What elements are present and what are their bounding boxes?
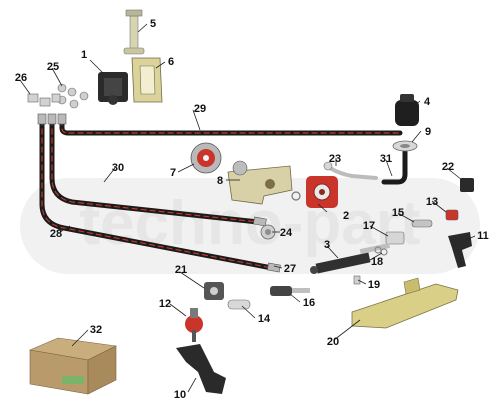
part-2-hydraulic-pump <box>291 176 338 208</box>
callout-5: 5 <box>150 18 156 30</box>
callout-16: 16 <box>303 297 315 309</box>
part-7-pulley <box>190 142 222 174</box>
hose-31 <box>381 149 408 185</box>
callout-15: 15 <box>392 207 404 219</box>
part-26-fittings <box>27 93 61 107</box>
hose-30 <box>49 117 261 225</box>
part-25-fittings <box>57 83 89 109</box>
part-14-sleeve <box>227 299 251 310</box>
callout-28: 28 <box>50 228 62 240</box>
part-5-steering-column <box>123 9 145 55</box>
part-9-flange <box>392 140 418 152</box>
callout-27: 27 <box>284 263 296 275</box>
callout-23: 23 <box>329 153 341 165</box>
callout-31: 31 <box>380 153 392 165</box>
callout-11: 11 <box>477 230 489 242</box>
part-16-tie-rod-end <box>270 286 310 296</box>
hose-end-fittings <box>37 113 281 273</box>
callout-3: 3 <box>324 239 330 251</box>
callout-20: 20 <box>327 336 339 348</box>
callout-4: 4 <box>424 96 431 108</box>
callout-19: 19 <box>368 279 380 291</box>
callout-30: 30 <box>112 162 124 174</box>
part-6-bracket <box>131 57 163 103</box>
callout-22: 22 <box>442 161 454 173</box>
part-4-oil-reservoir <box>395 94 419 126</box>
part-8-pump-bracket <box>227 160 293 205</box>
part-32-package-box <box>28 337 118 395</box>
callout-25: 25 <box>47 61 59 73</box>
callout-6: 6 <box>168 56 174 68</box>
callout-29: 29 <box>194 103 206 115</box>
part-23-pipe-elbow <box>323 161 378 180</box>
callout-18: 18 <box>371 256 383 268</box>
part-12-ball-joint <box>185 308 203 342</box>
callout-14: 14 <box>258 313 271 325</box>
callout-12: 12 <box>159 298 171 310</box>
callout-9: 9 <box>425 126 431 138</box>
callout-21: 21 <box>175 264 187 276</box>
callout-1: 1 <box>81 49 87 61</box>
part-19-bolt <box>353 275 361 285</box>
callout-26: 26 <box>15 72 27 84</box>
leader-lines <box>19 23 476 393</box>
callout-17: 17 <box>363 220 375 232</box>
hose-29 <box>59 117 403 136</box>
hose-28 <box>39 117 275 271</box>
part-10-steering-knuckle <box>176 344 226 394</box>
callout-2: 2 <box>343 210 349 222</box>
part-18-washers <box>374 246 388 256</box>
part-11-steering-arm <box>448 232 472 268</box>
part-22-fitting <box>460 178 474 192</box>
part-17-seal <box>385 231 405 245</box>
callouts: 1 2 3 4 5 6 7 8 9 10 11 12 13 14 15 16 1… <box>15 18 489 401</box>
part-15-rod-end <box>411 219 433 228</box>
part-1-steering-unit <box>98 72 128 105</box>
callout-7: 7 <box>170 167 176 179</box>
callout-10: 10 <box>174 389 186 401</box>
callout-8: 8 <box>217 175 223 187</box>
callout-24: 24 <box>280 227 293 239</box>
callout-13: 13 <box>426 196 438 208</box>
part-21-mount <box>204 282 224 300</box>
callout-32: 32 <box>90 324 102 336</box>
part-13-fitting <box>445 209 459 221</box>
